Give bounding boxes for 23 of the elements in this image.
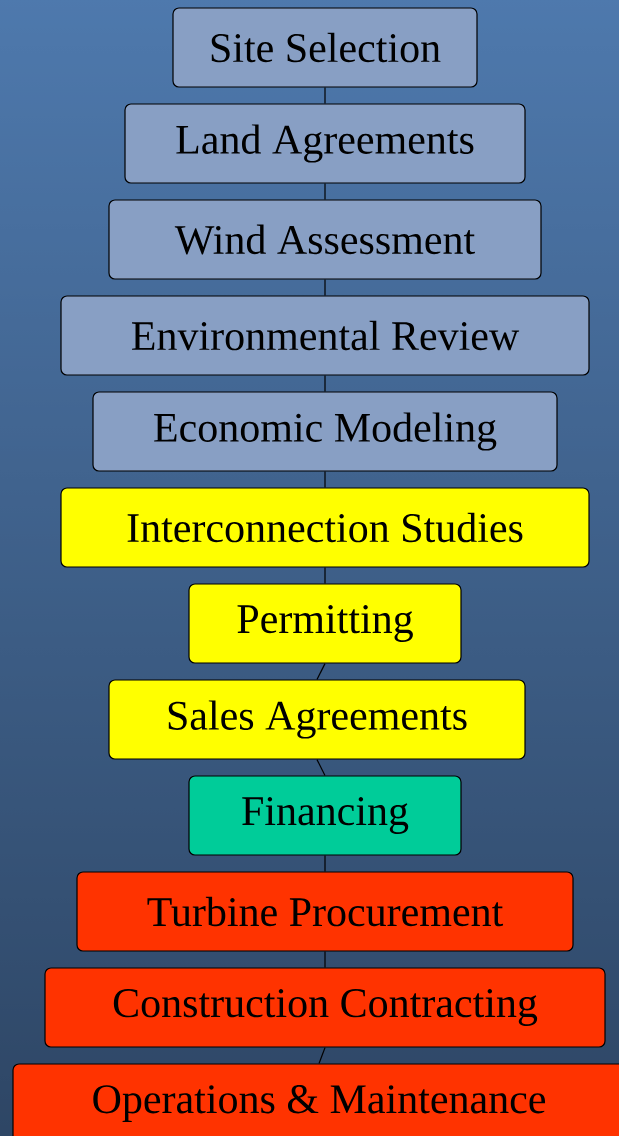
connector-line: [316, 663, 326, 680]
connector-line: [324, 87, 326, 104]
connector-line: [324, 567, 326, 584]
connector-line: [324, 951, 326, 968]
connector-line: [324, 279, 326, 296]
process-box: Operations & Maintenance: [12, 1063, 619, 1136]
process-box: Interconnection Studies: [60, 487, 590, 568]
process-box: Economic Modeling: [92, 391, 558, 472]
connector-line: [324, 183, 326, 200]
process-box: Construction Contracting: [44, 967, 606, 1048]
connector-line: [318, 1047, 326, 1064]
process-box: Wind Assessment: [108, 199, 542, 280]
process-box: Land Agreements: [124, 103, 526, 184]
connector-line: [316, 759, 326, 776]
process-box: Permitting: [188, 583, 462, 664]
connector-line: [324, 471, 326, 488]
connector-line: [324, 855, 326, 872]
process-box: Financing: [188, 775, 462, 856]
process-box: Turbine Procurement: [76, 871, 574, 952]
process-box: Site Selection: [172, 7, 478, 88]
process-box: Sales Agreements: [108, 679, 526, 760]
process-box: Environmental Review: [60, 295, 590, 376]
connector-line: [324, 375, 326, 392]
